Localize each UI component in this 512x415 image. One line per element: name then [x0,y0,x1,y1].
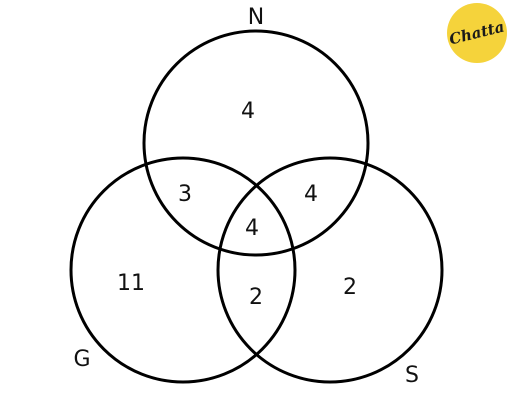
set-label-s: S [405,363,419,388]
circle-n [142,29,370,257]
set-label-n: N [248,5,264,30]
circle-g [69,156,297,384]
region-n-g: 3 [178,182,192,207]
region-n-s: 4 [304,182,318,207]
logo-badge [447,3,507,63]
region-n-only: 4 [241,99,255,124]
chatta-logo: Chatta [447,3,507,63]
region-n-g-s: 4 [245,216,259,241]
region-g-s: 2 [249,285,263,310]
circle-s [216,156,444,384]
region-g-only: 11 [117,271,145,296]
region-s-only: 2 [343,275,357,300]
set-label-g: G [73,347,90,372]
